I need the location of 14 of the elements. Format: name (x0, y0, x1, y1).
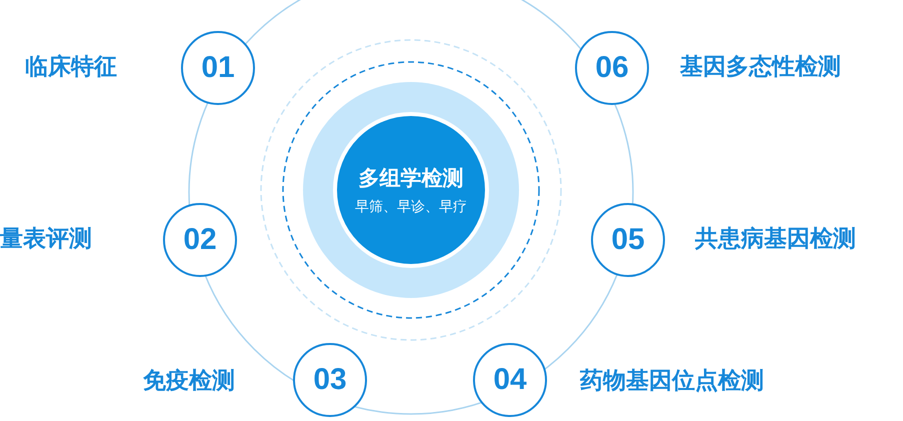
item-label: 药物基因位点检测 (580, 367, 764, 396)
center-subtitle: 早筛、早诊、早疗 (355, 198, 467, 216)
numbered-circle: 03 (293, 343, 367, 417)
numbered-circle: 05 (591, 203, 665, 277)
numbered-circle: 04 (473, 343, 547, 417)
item-label: 基因多态性检测 (680, 53, 841, 82)
item-label: 共患病基因检测 (695, 225, 856, 254)
numbered-circle: 06 (575, 31, 649, 105)
numbered-circle: 02 (163, 203, 237, 277)
numbered-circle: 01 (181, 31, 255, 105)
item-label: 临床特征 (25, 53, 117, 82)
item-label: 量表评测 (0, 225, 92, 254)
item-label: 免疫检测 (143, 367, 235, 396)
center-title: 多组学检测 (358, 165, 464, 192)
